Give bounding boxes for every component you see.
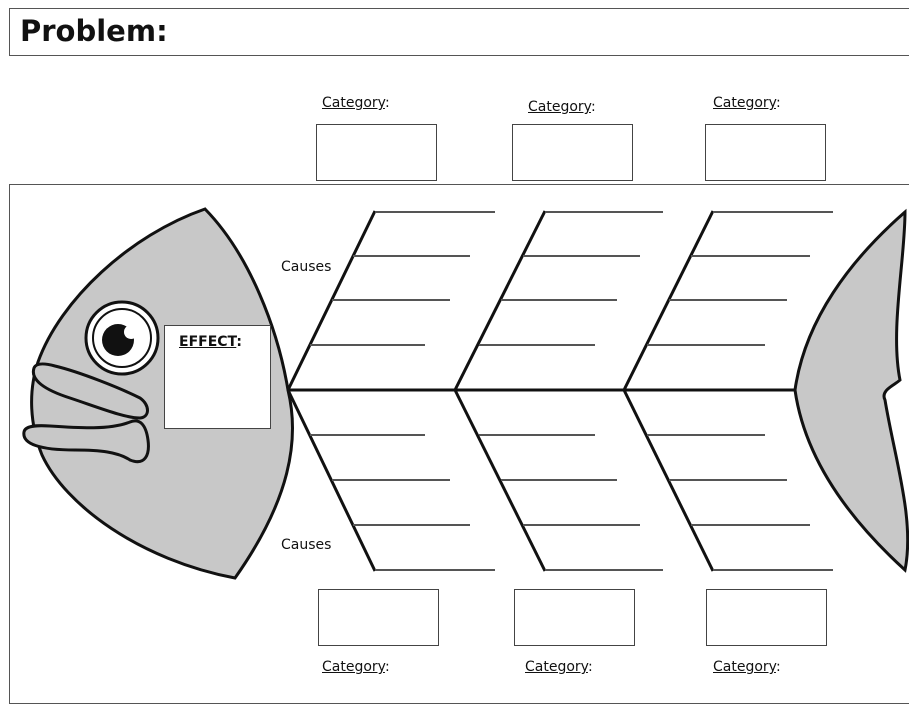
top-category-2-label: Category: <box>528 99 596 115</box>
top-category-3-box[interactable] <box>705 124 826 181</box>
effect-label: EFFECT: <box>179 334 242 350</box>
top-category-1-box[interactable] <box>316 124 437 181</box>
rib-lines <box>310 211 833 571</box>
fish-eye-glint <box>124 325 138 339</box>
causes-label-top: Causes <box>281 259 332 275</box>
top-category-1-label: Category: <box>322 95 390 111</box>
fishbone-diagram <box>22 207 909 580</box>
fish-tail <box>793 208 909 573</box>
bottom-category-2-label: Category: <box>525 659 593 675</box>
fish-lower-lip <box>22 419 150 464</box>
fish-eye-ring <box>92 308 152 368</box>
top-category-3-label: Category: <box>713 95 781 111</box>
causes-label-bottom: Causes <box>281 537 332 553</box>
bottom-category-1-box[interactable] <box>318 589 439 646</box>
bottom-category-2-box[interactable] <box>514 589 635 646</box>
bottom-category-3-label: Category: <box>713 659 781 675</box>
fish-head <box>30 207 294 580</box>
effect-box[interactable]: EFFECT: <box>164 325 271 429</box>
problem-label: Problem: <box>20 14 168 48</box>
bottom-category-3-box[interactable] <box>706 589 827 646</box>
problem-box[interactable]: Problem: <box>9 8 909 56</box>
bottom-category-1-label: Category: <box>322 659 390 675</box>
main-bones <box>286 210 715 572</box>
fish-upper-lip <box>31 362 149 420</box>
top-category-2-box[interactable] <box>512 124 633 181</box>
